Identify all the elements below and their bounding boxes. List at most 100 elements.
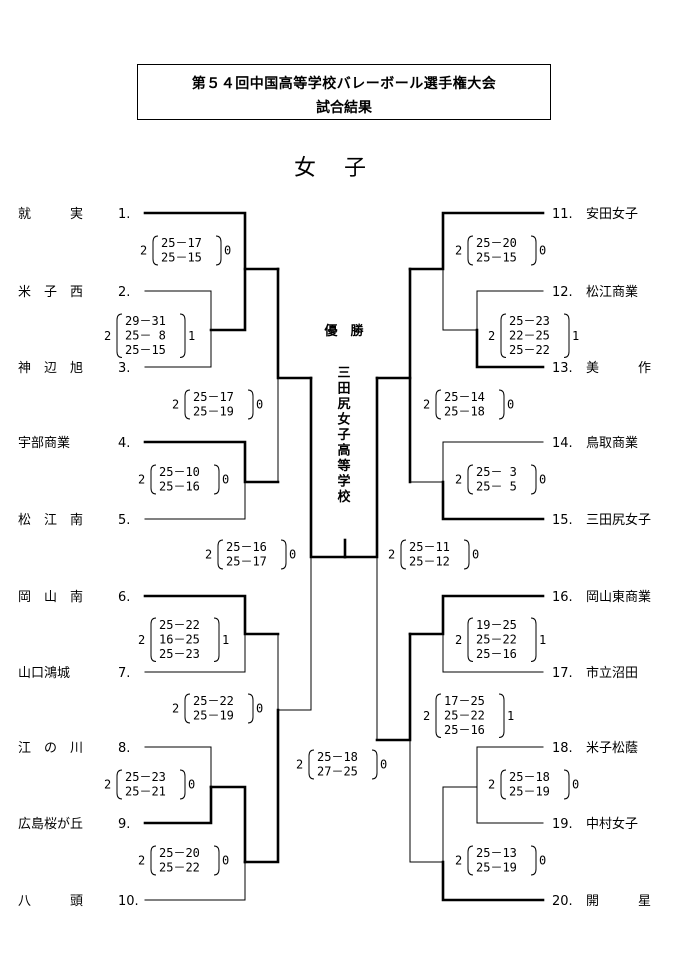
set-score: 25－16 (444, 723, 485, 737)
champion-label: 優 勝 (323, 323, 364, 339)
left-paren (150, 845, 157, 876)
sets-won-left: 2 (423, 398, 430, 412)
team-number: 14. (552, 436, 573, 451)
sets-won-right: 0 (222, 854, 229, 868)
set-score: 25－18 (444, 405, 485, 419)
sets-won-left: 2 (138, 633, 145, 647)
sets-won-right: 0 (256, 702, 263, 716)
sets-won-right: 1 (222, 633, 229, 647)
sets-won-left: 2 (104, 329, 111, 343)
sets-won-right: 1 (572, 329, 579, 343)
set-score: 25－17 (193, 390, 234, 404)
team-number: 13. (552, 361, 573, 376)
left-paren (217, 539, 224, 570)
winner-line (408, 594, 545, 636)
svg-text:等: 等 (336, 458, 350, 474)
right-paren (213, 464, 220, 495)
set-score: 16－25 (159, 633, 200, 647)
team-name: 美 作 (586, 361, 651, 376)
set-score: 25－15 (476, 251, 517, 265)
set-score: 25－23 (159, 647, 200, 661)
set-score: 25－16 (476, 647, 517, 661)
set-score: 25－16 (226, 540, 267, 554)
sets-won-left: 2 (455, 633, 462, 647)
team-number: 12. (552, 285, 573, 300)
right-paren (215, 235, 222, 266)
sets-won-left: 2 (488, 329, 495, 343)
team-name: 米子松蔭 (586, 741, 638, 756)
sets-won-left: 2 (172, 702, 179, 716)
set-score: 25－20 (476, 236, 517, 250)
winner-line (143, 211, 280, 271)
sets-won-left: 2 (104, 778, 111, 792)
left-paren (467, 235, 474, 266)
svg-text:校: 校 (337, 489, 351, 505)
team-number: 5. (118, 513, 130, 528)
team-name: 開 星 (586, 894, 651, 909)
team-name: 岡 山 南 (18, 589, 83, 605)
sets-won-right: 1 (539, 633, 546, 647)
set-score: 25－15 (125, 343, 166, 357)
set-score: 25－18 (317, 750, 358, 764)
right-paren (530, 617, 537, 662)
set-score: 25－11 (409, 540, 450, 554)
set-score: 25－20 (159, 846, 200, 860)
sets-won-right: 1 (507, 709, 514, 723)
right-paren (179, 313, 186, 358)
set-score: 25－19 (193, 405, 234, 419)
loser-line (409, 786, 444, 863)
team-number: 19. (552, 817, 573, 832)
set-score: 25－21 (125, 785, 166, 799)
svg-text:女: 女 (337, 412, 350, 428)
sets-won-right: 0 (539, 473, 546, 487)
team-name: 鳥取商業 (586, 435, 638, 451)
set-score: 25－22 (476, 633, 517, 647)
results-subtitle: 試合結果 (316, 100, 372, 116)
team-number: 7. (118, 666, 130, 681)
winner-line (143, 440, 280, 484)
set-score: 25－22 (159, 618, 200, 632)
winner-line (375, 632, 412, 742)
winner-line (475, 328, 545, 369)
winner-line (276, 267, 313, 380)
team-number: 20. (552, 894, 573, 909)
set-score: 25－17 (226, 555, 267, 569)
set-score: 25－12 (409, 555, 450, 569)
sets-won-left: 2 (455, 854, 462, 868)
team-number: 3. (118, 361, 130, 376)
set-score: 25－ 5 (476, 480, 517, 494)
sets-won-left: 2 (455, 244, 462, 258)
sets-won-right: 0 (539, 244, 546, 258)
right-paren (213, 617, 220, 662)
team-number: 1. (118, 207, 130, 222)
winner-line (243, 708, 280, 864)
set-score: 25－23 (509, 314, 550, 328)
right-paren (530, 845, 537, 876)
winner-line (441, 480, 545, 521)
team-name: 就 実 (18, 206, 83, 222)
right-paren (247, 389, 254, 420)
svg-text:学: 学 (337, 474, 350, 490)
set-score: 25－ 3 (476, 465, 517, 479)
right-paren (371, 749, 378, 780)
right-paren (213, 845, 220, 876)
set-score: 17－25 (444, 694, 485, 708)
sets-won-right: 0 (256, 398, 263, 412)
set-score: 25－13 (476, 846, 517, 860)
set-score: 19－25 (476, 618, 517, 632)
sets-won-right: 0 (188, 778, 195, 792)
right-paren (530, 464, 537, 495)
set-score: 25－17 (161, 236, 202, 250)
team-name: 市立沼田 (586, 665, 638, 681)
